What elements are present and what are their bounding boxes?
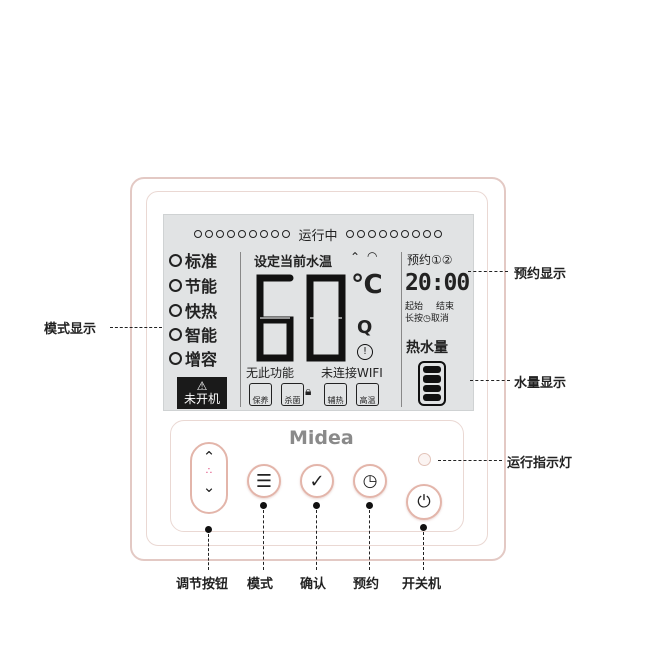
running-text: 运行中 xyxy=(298,228,338,244)
callout-line xyxy=(468,271,508,272)
search-icon: Q xyxy=(357,317,373,338)
up-arrow-icon[interactable]: ⌃ xyxy=(202,448,216,466)
lock-icon: 🔒︎ xyxy=(305,384,312,398)
reservation-label: 预约①② xyxy=(407,253,453,267)
callout-dot xyxy=(420,524,427,531)
button-area xyxy=(170,420,464,532)
brand-logo: Midea xyxy=(289,427,354,449)
callout-mode-display: 模式显示 xyxy=(44,322,97,337)
signal-icon: ⌃ xyxy=(350,250,361,264)
water-level-gauge xyxy=(418,361,446,406)
mode-smart: 智能 xyxy=(169,324,217,345)
water-amount-label: 热水量 xyxy=(406,340,448,356)
panel-inner-frame xyxy=(146,191,488,546)
callout-confirm-button: 确认 xyxy=(300,577,327,592)
callout-reservation-display: 预约显示 xyxy=(514,267,567,282)
callout-dot xyxy=(260,502,267,509)
func-high-temp: 高温 xyxy=(356,383,379,406)
callout-dot xyxy=(313,502,320,509)
callout-power-button: 开关机 xyxy=(402,577,442,592)
func-sterilize: 杀菌 xyxy=(281,383,304,406)
func-aux-heat: 辅热 xyxy=(324,383,347,406)
water-level-bar xyxy=(423,375,441,383)
end-label: 结束 xyxy=(436,302,455,312)
lock-small-icon: ∴ xyxy=(205,466,213,477)
no-function-label: 无此功能 xyxy=(246,366,295,380)
water-level-bar xyxy=(423,393,441,401)
mode-fast-heat: 快热 xyxy=(169,300,217,321)
callout-line xyxy=(110,327,162,328)
mode-standard: 标准 xyxy=(169,250,217,271)
water-level-bar xyxy=(423,366,441,374)
callout-line xyxy=(438,460,502,461)
callout-mode-button: 模式 xyxy=(247,577,274,592)
run-indicator-light xyxy=(418,453,431,466)
wifi-icon: ◠ xyxy=(367,249,378,263)
lcd-divider-left xyxy=(240,252,241,407)
clock-icon: ◷ xyxy=(362,471,378,491)
callout-line xyxy=(423,532,424,570)
lcd-divider-right xyxy=(401,252,402,407)
check-icon: ✓ xyxy=(309,471,325,492)
callout-line xyxy=(263,510,264,570)
wifi-status-label: 未连接WIFI xyxy=(321,366,383,380)
cancel-hint: 长按◷取消 xyxy=(405,314,449,324)
func-maintenance: 保养 xyxy=(249,383,272,406)
callout-reservation-button: 预约 xyxy=(353,577,380,592)
adjust-button[interactable]: ⌃ ∴ ⌄ xyxy=(190,442,228,514)
mode-boost: 增容 xyxy=(169,348,217,369)
reservation-time: 20:00 xyxy=(405,270,470,296)
mode-button[interactable]: ☰ xyxy=(247,464,281,498)
callout-line xyxy=(208,534,209,570)
power-off-indicator: ⚠ 未开机 xyxy=(177,377,227,409)
callout-dot xyxy=(205,526,212,533)
eco-mode-icon xyxy=(169,278,182,292)
callout-line xyxy=(316,510,317,570)
callout-dot xyxy=(366,502,373,509)
start-label: 起始 xyxy=(405,302,424,312)
reservation-button[interactable]: ◷ xyxy=(353,464,387,498)
callout-line xyxy=(369,510,370,570)
power-button[interactable]: ⏻ xyxy=(406,484,442,520)
down-arrow-icon[interactable]: ⌄ xyxy=(202,478,216,496)
standard-mode-icon xyxy=(169,253,182,267)
fast-heat-icon xyxy=(169,303,182,317)
temperature-digits xyxy=(256,274,346,362)
smart-mode-icon xyxy=(169,327,182,341)
power-icon: ⏻ xyxy=(417,492,431,512)
boost-mode-icon xyxy=(169,351,182,365)
mode-eco: 节能 xyxy=(169,275,217,296)
temperature-unit: ℃ xyxy=(351,270,383,300)
warning-icon: ⚠ xyxy=(196,379,208,393)
water-level-bar xyxy=(423,384,441,392)
running-indicator-row: 运行中 xyxy=(168,225,468,244)
menu-icon: ☰ xyxy=(255,471,273,492)
callout-water-display: 水量显示 xyxy=(514,376,567,391)
callout-line xyxy=(470,380,510,381)
confirm-button[interactable]: ✓ xyxy=(300,464,334,498)
set-temp-label: 设定当前水温 xyxy=(254,255,333,270)
info-icon: ! xyxy=(357,344,373,360)
callout-run-indicator: 运行指示灯 xyxy=(507,456,573,471)
callout-adjust-button: 调节按钮 xyxy=(176,577,229,592)
